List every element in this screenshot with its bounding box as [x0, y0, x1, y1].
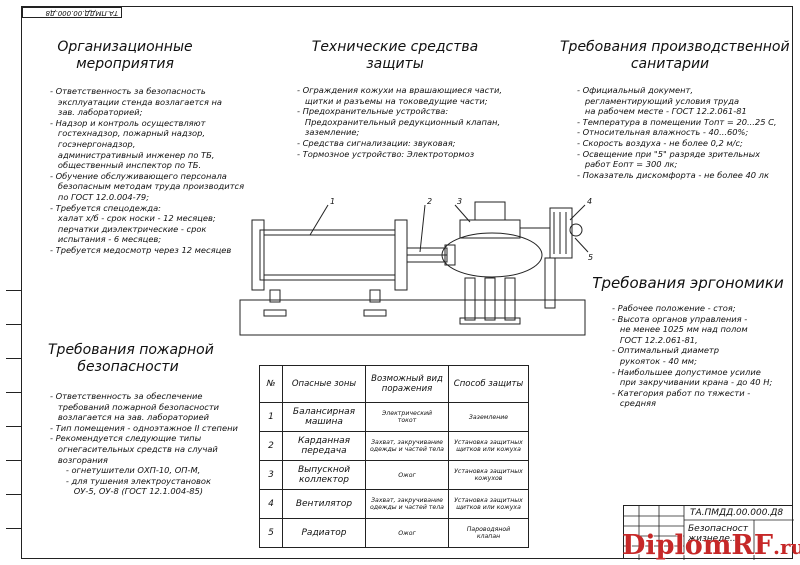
cell-injury: Электрический токот — [365, 402, 449, 432]
cell-injury: Ожог — [365, 460, 449, 490]
stand-base — [239, 299, 586, 336]
sanit-body: - Официальный документ, регламентирующий… — [577, 85, 777, 180]
callout-5: 5 — [588, 253, 593, 262]
fire-body: - Ответственность за обеспечение требова… — [50, 391, 238, 497]
table-row: 1 Балансирная машина Электрический токот… — [259, 402, 529, 432]
callout-2: 2 — [427, 197, 432, 206]
watermark-suffix: .ru — [773, 535, 800, 559]
table-header-row: № Опасные зоны Возможный вид поражения С… — [259, 365, 529, 403]
stamp-code-top: ТА.ПМДД.00.000.Д8 — [22, 7, 122, 18]
sanit-title: Требования производственной санитарии — [560, 39, 790, 72]
stand-drawing: 1 2 3 4 5 — [239, 197, 593, 336]
watermark-main: DiplomRF — [622, 530, 773, 561]
engine-body — [441, 232, 543, 278]
fan — [569, 223, 583, 237]
fire-title: Требования пожарной безопасности — [48, 342, 214, 375]
cell-num: 2 — [259, 431, 283, 461]
cell-protection: Установка защитных кожухов — [448, 460, 529, 490]
callout-1: 1 — [330, 197, 335, 206]
callout-4: 4 — [587, 197, 592, 206]
org-title: Организационные мероприятия — [57, 39, 193, 72]
watermark-logo: DiplomRF.ru — [622, 530, 800, 561]
cell-num: 4 — [259, 489, 283, 519]
tech-title: Технические средства защиты — [311, 39, 479, 72]
cell-zone: Радиатор — [282, 518, 366, 548]
cell-zone: Выпускной коллектор — [282, 460, 366, 490]
title-block-code: ТА.ПМДД.00.000.Д8 — [690, 508, 784, 518]
cell-protection: Установка защитных щитков или кожуха — [448, 489, 529, 519]
cell-zone: Балансирная машина — [282, 402, 366, 432]
cell-protection: Установка защитных щитков или кожуха — [448, 431, 529, 461]
cell-injury: Захват, закручивание одежды и частей тел… — [365, 489, 449, 519]
hazards-table: № Опасные зоны Возможный вид поражения С… — [259, 365, 529, 548]
col-header-num: № — [259, 365, 283, 403]
radiator — [549, 207, 573, 259]
title-block-name: Безопасност жизнеде... — [688, 524, 748, 544]
cell-num: 5 — [259, 518, 283, 548]
callout-3: 3 — [457, 197, 462, 206]
org-body: - Ответственность за безопасность эксплу… — [50, 86, 245, 255]
col-header-zones: Опасные зоны — [282, 365, 366, 403]
cell-zone: Вентилятор — [282, 489, 366, 519]
cell-injury: Ожог — [365, 518, 449, 548]
table-row: 4 Вентилятор Захват, закручивание одежды… — [259, 489, 529, 519]
col-header-injury: Возможный вид поражения — [365, 365, 449, 403]
table-row: 3 Выпускной коллектор Ожог Установка защ… — [259, 460, 529, 490]
ergo-title: Требования эргономики — [592, 274, 784, 292]
title-block — [623, 505, 794, 560]
tech-body: - Ограждения кожухи на врашающиеся части… — [297, 85, 503, 159]
cell-num: 1 — [259, 402, 283, 432]
cell-injury: Захват, закручивание одежды и частей тел… — [365, 431, 449, 461]
col-header-protection: Способ защиты — [448, 365, 529, 403]
left-sidebar-stamp — [6, 290, 22, 558]
ergo-body: - Рабочее положение - стоя; - Высота орг… — [612, 303, 773, 409]
cell-protection: Пароводяной клапан — [448, 518, 529, 548]
cell-zone: Карданная передача — [282, 431, 366, 461]
table-row: 5 Радиатор Ожог Пароводяной клапан — [259, 518, 529, 548]
table-row: 2 Карданная передача Захват, закручивани… — [259, 431, 529, 461]
cell-num: 3 — [259, 460, 283, 490]
drawing-frame — [21, 6, 793, 559]
cell-protection: Заземление — [448, 402, 529, 432]
